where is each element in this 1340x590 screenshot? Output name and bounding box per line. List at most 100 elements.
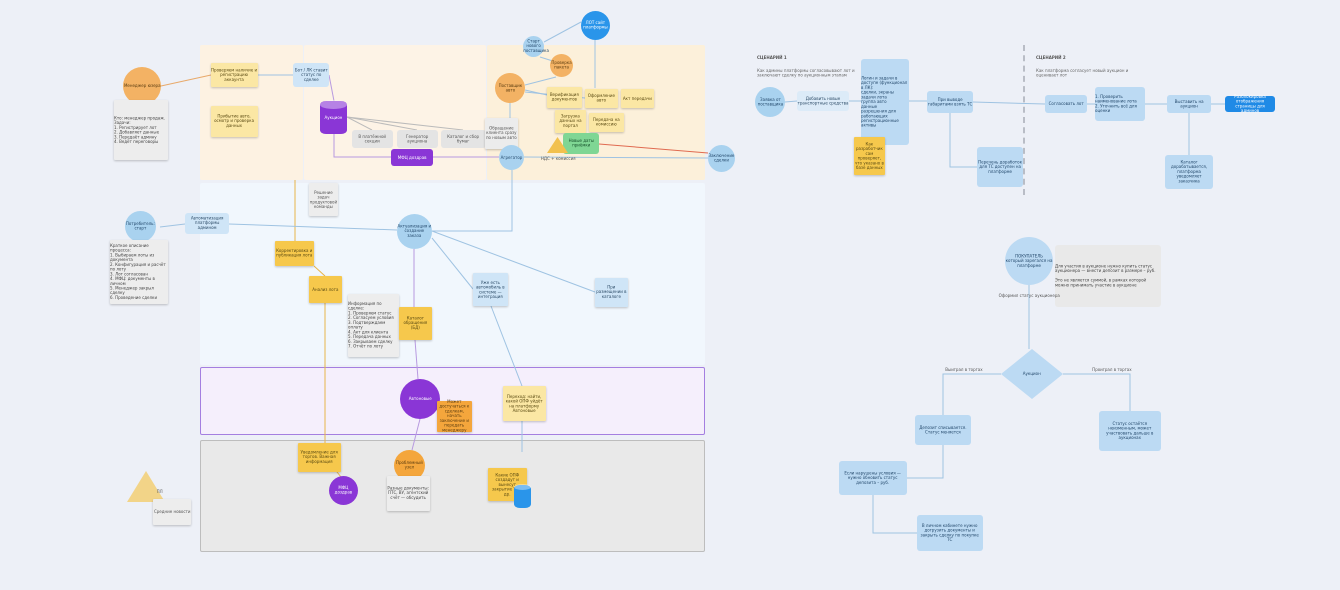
- start-circle[interactable]: Старт нового поставщика: [523, 36, 549, 57]
- flow-divider[interactable]: [1023, 45, 1025, 195]
- pl-label[interactable]: ПЛ: [150, 487, 170, 497]
- catalog-db-note[interactable]: Каталог обращения (БД): [399, 307, 432, 340]
- start-circle-label: Старт нового поставщика: [523, 39, 549, 54]
- package-circle[interactable]: Проверка пакета: [550, 54, 573, 77]
- win-label[interactable]: Выиграл в торгах: [938, 365, 990, 375]
- notify-sticky[interactable]: Уведомление для торгов. Важная информаци…: [298, 443, 341, 472]
- connector[interactable]: [872, 495, 917, 534]
- scenario1-title-label: СЦЕНАРИЙ 1: [757, 55, 787, 60]
- aggregator-circle[interactable]: Агрегатор: [499, 145, 524, 170]
- process-note-label: Краткое описание процесса: 1. Выбираем л…: [110, 243, 166, 301]
- payments-box[interactable]: В платёжной секции: [352, 130, 393, 148]
- nds-label[interactable]: НДС + комиссия: [539, 154, 577, 164]
- deposit-note[interactable]: Для участия в аукционе нужно купить стат…: [1055, 245, 1161, 307]
- verification-sticky[interactable]: Верификация документов: [547, 87, 582, 108]
- arrival-sticky[interactable]: Прибытие авто, осмотр и проверка данных: [211, 106, 258, 137]
- developer-sticky[interactable]: Как разработчик сам проверяет, что указа…: [854, 137, 885, 175]
- connector[interactable]: [949, 113, 977, 168]
- team-note[interactable]: Решение задач продуктовой команды: [309, 183, 338, 216]
- consumer-circle[interactable]: Потребитель: старт: [125, 211, 156, 242]
- problem-circle[interactable]: Проблемный узел: [394, 450, 425, 481]
- status-keep-box[interactable]: Статус остаётся неизменным, может участв…: [1099, 411, 1161, 451]
- connector[interactable]: [942, 373, 1001, 415]
- connector[interactable]: [972, 101, 1046, 105]
- connector[interactable]: [784, 100, 798, 103]
- lose-label[interactable]: Проиграл в торгах: [1084, 365, 1140, 375]
- manager-note[interactable]: Кто: менеджер продаж. Задачи: 1. Регистр…: [114, 100, 168, 160]
- deal-steps-note[interactable]: Информация по сделке: 1. Проверяем стату…: [348, 294, 399, 357]
- correction-sticky-label: Корректировка и публикация лота: [276, 248, 313, 258]
- process-note[interactable]: Краткое описание процесса: 1. Выбираем л…: [110, 240, 168, 304]
- scenario2-title[interactable]: СЦЕНАРИЙ 2: [1036, 53, 1106, 62]
- rework-list-box[interactable]: Перечень доработок для ТС доступен на пл…: [977, 147, 1023, 187]
- scenario2-note[interactable]: Как платформа согласует новый аукцион и …: [1036, 61, 1132, 85]
- frame-process-lane[interactable]: [200, 183, 705, 365]
- supplier-circle[interactable]: Поставщик авто: [495, 73, 525, 103]
- deposit-note-label: Для участия в аукционе нужно купить стат…: [1055, 264, 1156, 288]
- broker-sticky[interactable]: Может достучаться к сделкам, начать закл…: [437, 400, 472, 433]
- catalog-db-note-label: Каталог обращения (БД): [403, 316, 428, 331]
- connector[interactable]: [1063, 373, 1131, 411]
- connector[interactable]: [907, 445, 944, 479]
- manager-circle[interactable]: Менеджер юзера: [123, 67, 161, 105]
- acceptance-box-label: Новые даты приёмки: [568, 138, 594, 148]
- placement-sticky[interactable]: При размещении в каталоге: [595, 278, 628, 307]
- act-sticky[interactable]: Акт передачи: [621, 89, 654, 108]
- deposit-withdraw-box[interactable]: Депозит списывается. Статус меняется: [915, 415, 971, 445]
- approve-lot-box[interactable]: Согласовать лот: [1045, 95, 1087, 113]
- scenario1-note[interactable]: Как админы платформы согласовывают лот и…: [757, 61, 867, 85]
- analysis-sticky-label: Анализ лота: [312, 287, 339, 292]
- admin-automation-box-label: Автоматизация платформы админом: [190, 216, 224, 231]
- add-ts-box-label: Добавить новые транспортные средства: [797, 96, 849, 106]
- bot-status-box[interactable]: Бот / ЛК ставит статус по сделке: [293, 63, 329, 87]
- has-auto-sticky[interactable]: Уже есть автомобиль в системе — интеграц…: [473, 273, 508, 306]
- admin-automation-box[interactable]: Автоматизация платформы админом: [185, 213, 229, 234]
- unlock-box[interactable]: Разблокировка отображения страницы для а…: [1225, 95, 1275, 113]
- team-note-label: Решение задач продуктовой команды: [309, 190, 338, 209]
- opf-sticky[interactable]: Какие ОПФ создадут и вынесут закрытие ТС…: [488, 468, 527, 501]
- documents-note[interactable]: Разные документы: ПТС, ВУ, агентский счё…: [387, 476, 430, 511]
- cabinet-box[interactable]: В личном кабинете нужно догрузить докуме…: [917, 515, 983, 551]
- client-note[interactable]: Обращение клиента сразу по новым авто: [485, 118, 518, 149]
- auction-db[interactable]: Аукцион: [320, 100, 347, 134]
- to-auction-box[interactable]: Выставить на аукцион: [1167, 95, 1211, 113]
- actualize-circle[interactable]: Актуализация и создание заказа: [397, 214, 432, 249]
- mfc-box-label: МФЦ доздрав: [397, 155, 427, 160]
- status-keep-box-label: Статус остаётся неизменным, может участв…: [1106, 421, 1154, 441]
- scenario1-title[interactable]: СЦЕНАРИЙ 1: [757, 53, 827, 62]
- check-lot-box[interactable]: 1. Проверить наименование лота 2. Уточни…: [1095, 87, 1145, 121]
- access-box[interactable]: Логин и задачи в доступе (функционал в Л…: [861, 59, 909, 145]
- catalog-update-box[interactable]: Каталог дорабатывается, платформа уведом…: [1165, 155, 1213, 189]
- analysis-sticky[interactable]: Анализ лота: [309, 276, 342, 303]
- catalog-box[interactable]: Каталог и сбор бумаг: [441, 130, 486, 148]
- registration-sticky[interactable]: Оформление авто: [585, 89, 618, 108]
- deal-circle-label: Заключение сделки: [708, 153, 735, 163]
- deal-circle[interactable]: Заключение сделки: [708, 145, 735, 172]
- correction-sticky[interactable]: Корректировка и публикация лота: [275, 241, 314, 266]
- small-db[interactable]: [514, 484, 531, 508]
- mfc-box[interactable]: МФЦ доздрав: [391, 149, 433, 166]
- lot-circle[interactable]: ЛОТ сайт платформы: [581, 11, 610, 40]
- ts-output-box[interactable]: При выводе габаритами взять ТС: [927, 91, 973, 113]
- acceptance-box[interactable]: Новые даты приёмки: [563, 133, 599, 154]
- commission-sticky[interactable]: Передача на комиссию: [589, 113, 624, 132]
- deposit-update-box[interactable]: Если нарушены условия — нужно обновить с…: [839, 461, 907, 495]
- auction-db-label: Аукцион: [324, 115, 343, 120]
- news-note[interactable]: Средние новости: [153, 499, 191, 525]
- autonews-circle[interactable]: Автоновые: [400, 379, 440, 419]
- connector[interactable]: [159, 223, 186, 228]
- status-label[interactable]: Оформил статус аукционера: [985, 291, 1073, 301]
- generator-box[interactable]: Генератор аукциона: [397, 130, 438, 148]
- request-circle[interactable]: Заявка от поставщика: [755, 87, 785, 117]
- transition-sticky[interactable]: Переход: найти, какой ОПФ уйдёт на платф…: [503, 386, 546, 421]
- add-ts-box[interactable]: Добавить новые транспортные средства: [797, 91, 849, 111]
- auction-diamond[interactable]: Аукцион: [1001, 349, 1063, 399]
- mfc2-circle[interactable]: МФЦ доздрав: [329, 476, 358, 505]
- check-account-sticky[interactable]: Проверяем наличие и регистрацию аккаунта: [211, 63, 258, 87]
- buyer-circle[interactable]: ПОКУПАТЕЛЬ который зарегался на платформ…: [1005, 237, 1053, 285]
- frame-misc-lane[interactable]: [200, 440, 705, 552]
- upload-sticky[interactable]: Загрузка данных на портал: [555, 110, 586, 133]
- deposit-update-box-label: Если нарушены условия — нужно обновить с…: [844, 470, 902, 485]
- package-circle-label: Проверка пакета: [551, 60, 572, 70]
